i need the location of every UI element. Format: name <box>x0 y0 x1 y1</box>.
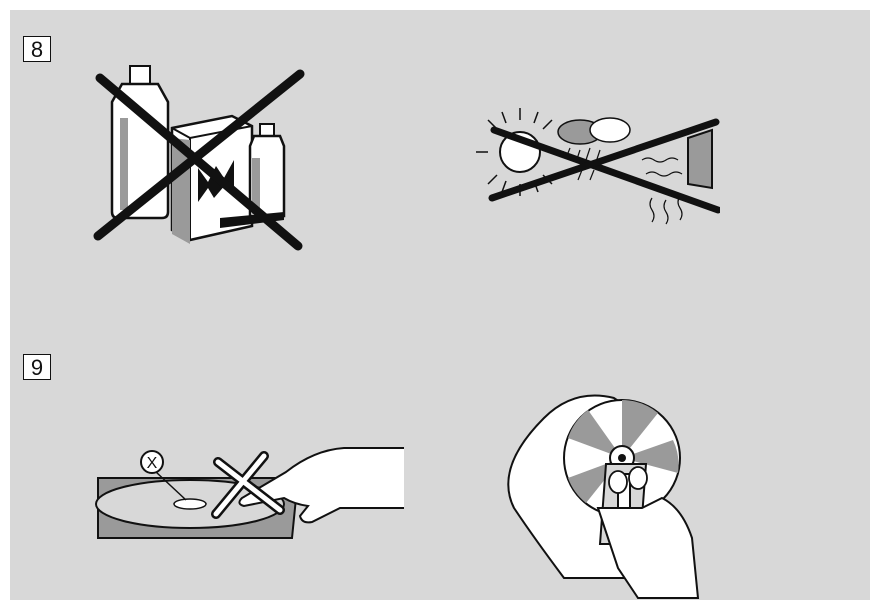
sun-rain-heat-crossed-icon <box>476 108 720 225</box>
figure-number-9: 9 <box>23 354 51 380</box>
touch-marker-x: X <box>147 455 158 472</box>
hand-wiping-disc-icon <box>507 394 700 599</box>
hand-touching-disc-crossed-icon: X <box>95 447 404 539</box>
chemical-bottles-crossed-icon <box>93 65 305 251</box>
manual-page: 8 9 <box>10 10 870 600</box>
figure-number-8: 8 <box>23 36 51 62</box>
